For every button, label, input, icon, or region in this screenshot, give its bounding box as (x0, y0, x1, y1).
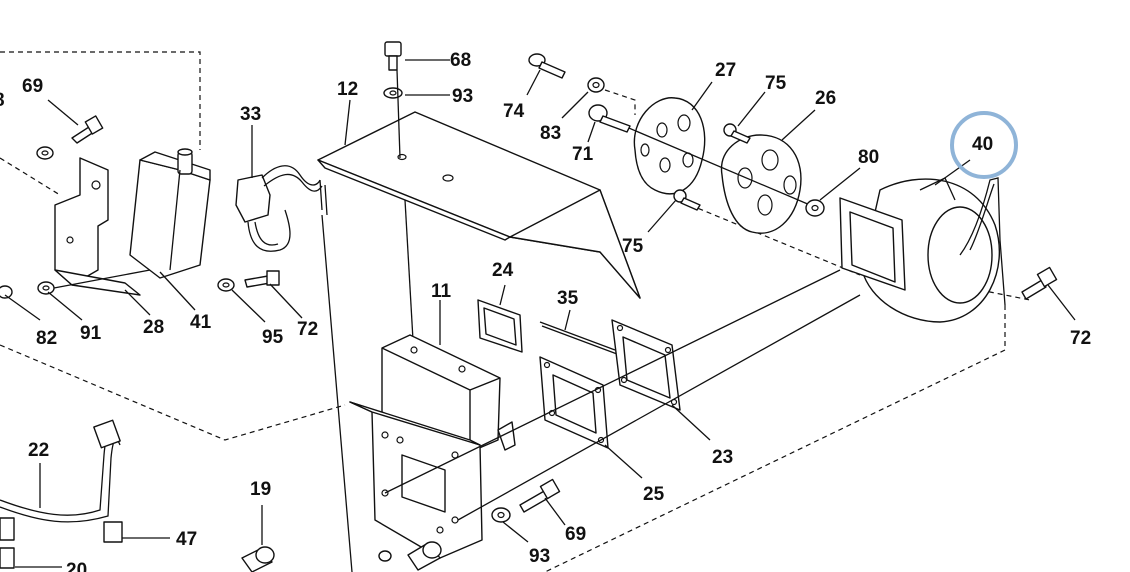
callout-93-top: 93 (452, 86, 473, 107)
leader-lines (4, 59, 1076, 568)
callout-25: 25 (643, 484, 665, 505)
callout-20: 20 (66, 560, 87, 572)
callout-24: 24 (492, 260, 514, 281)
part-spacer-19 (241, 541, 442, 572)
part-bracket-left (54, 157, 141, 296)
callout-69-left: 69 (22, 76, 43, 97)
callout-74: 74 (503, 101, 525, 122)
part-blower-40 (839, 177, 1006, 323)
part-bolt-74 (528, 53, 566, 79)
part-nut-80 (805, 199, 825, 217)
callout-68: 68 (450, 50, 471, 71)
callout-12: 12 (337, 79, 358, 100)
part-plate-12 (317, 111, 641, 299)
callout-83: 83 (540, 123, 561, 144)
part-module-41 (129, 148, 211, 279)
part-pipe-22 (0, 419, 123, 569)
callout-labels: 69 68 93 12 33 74 83 71 27 75 26 80 75 4… (0, 50, 1091, 572)
part-bolt-68 (383, 41, 403, 159)
callout-91: 91 (80, 323, 102, 344)
part-hardware-lower (491, 478, 561, 523)
part-gasket-24 (477, 299, 523, 353)
line-plate-drop (404, 199, 414, 341)
part-bolt-75-lower (673, 189, 701, 211)
callout-71: 71 (572, 144, 594, 165)
callout-22: 22 (28, 440, 49, 461)
part-hardware-row (0, 269, 280, 299)
part-nut-83 (587, 77, 605, 93)
part-bolt-69-left (36, 115, 104, 160)
callout-95: 95 (262, 327, 284, 348)
part-gasket-35 (539, 321, 618, 355)
part-bolt-72-right (1021, 266, 1058, 300)
callout-33: 33 (240, 104, 261, 125)
callout-27: 27 (715, 60, 736, 81)
callout-93-bottom: 93 (529, 546, 550, 567)
callout-47: 47 (176, 529, 197, 550)
part-bolt-75-upper (723, 123, 751, 144)
line-assembly-b (384, 269, 841, 494)
part-sensor-33 (235, 165, 328, 252)
dashed-lines (0, 51, 1031, 572)
callout-69-bottom: 69 (565, 524, 586, 545)
callout-40: 40 (972, 134, 993, 155)
highlight-circle (950, 111, 1018, 179)
line-shaft (609, 119, 811, 206)
line-assembly-a (457, 294, 861, 521)
callout-72-right: 72 (1070, 328, 1091, 349)
callout-19: 19 (250, 479, 271, 500)
callout-75-upper: 75 (765, 73, 787, 94)
callout-28: 28 (143, 317, 164, 338)
callout-35: 35 (557, 288, 579, 309)
callout-11: 11 (431, 281, 452, 302)
callout-80: 80 (858, 147, 879, 168)
part-gasket-25 (539, 356, 609, 449)
callout-75-lower: 75 (622, 236, 644, 257)
callout-26: 26 (815, 88, 836, 109)
callout-41: 41 (190, 312, 212, 333)
callout-72-left: 72 (297, 319, 318, 340)
callout-8: 8 (0, 90, 5, 111)
callout-82: 82 (36, 328, 57, 349)
callout-23: 23 (712, 447, 733, 468)
part-bolt-71 (588, 104, 631, 133)
line-sensor-drop (321, 214, 353, 572)
